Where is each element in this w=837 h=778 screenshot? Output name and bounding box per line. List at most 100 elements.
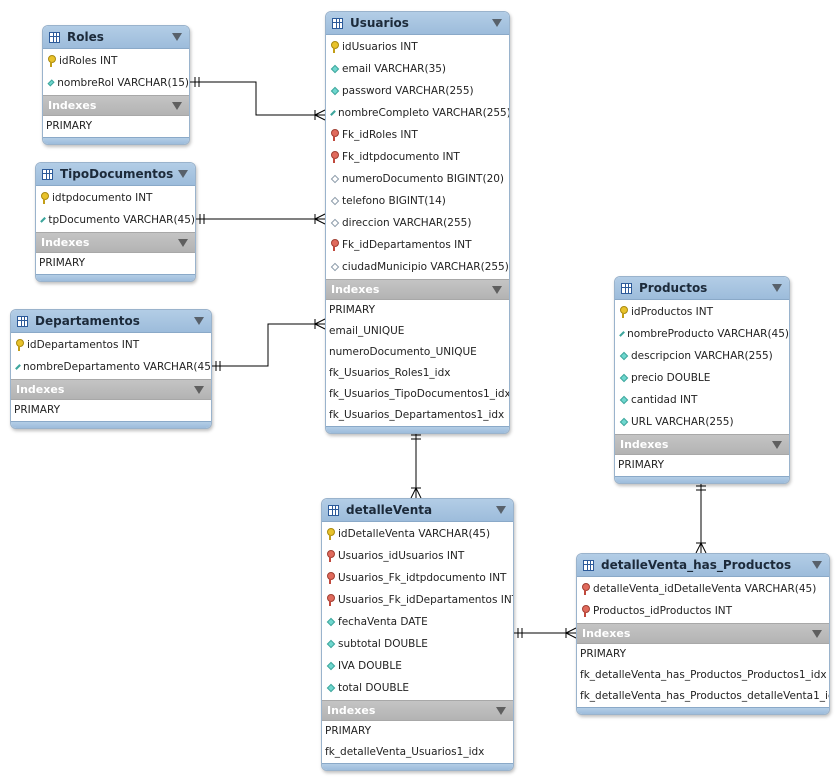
column-name: Usuarios_idUsuarios INT xyxy=(338,550,465,562)
table-header[interactable]: detalleVenta_has_Productos xyxy=(577,554,829,577)
column-list: idUsuarios INT email VARCHAR(35)password … xyxy=(326,35,509,279)
column-row[interactable]: idUsuarios INT xyxy=(326,36,509,58)
column-row[interactable]: total DOUBLE xyxy=(322,677,513,699)
column-name: subtotal DOUBLE xyxy=(338,638,428,650)
column-name: cantidad INT xyxy=(631,394,698,406)
column-row[interactable]: Fk_idDepartamentos INT xyxy=(326,234,509,256)
column-row[interactable]: precio DOUBLE xyxy=(615,367,789,389)
index-row[interactable]: PRIMARY xyxy=(46,120,93,132)
collapse-triangle-icon[interactable] xyxy=(178,170,188,178)
column-row[interactable]: detalleVenta_idDetalleVenta VARCHAR(45) xyxy=(577,578,829,600)
index-row[interactable]: PRIMARY xyxy=(325,725,372,737)
column-row[interactable]: nombreCompleto VARCHAR(255) xyxy=(326,102,509,124)
column-row[interactable]: numeroDocumento BIGINT(20) xyxy=(326,168,509,190)
column-name: idProductos INT xyxy=(631,306,714,318)
column-row[interactable]: Usuarios_idUsuarios INT xyxy=(322,545,513,567)
column-row[interactable]: password VARCHAR(255) xyxy=(326,80,509,102)
indexes-header[interactable]: Indexes xyxy=(43,95,189,116)
column-row[interactable]: Fk_idtpdocumento INT xyxy=(326,146,509,168)
table-icon xyxy=(332,17,343,29)
column-row[interactable]: idProductos INT xyxy=(615,301,789,323)
indexes-header[interactable]: Indexes xyxy=(326,279,509,300)
table-usuarios[interactable]: Usuarios idUsuarios INT email VARCHAR(35)p… xyxy=(325,11,510,434)
indexes-label: Indexes xyxy=(582,627,631,640)
collapse-triangle-icon[interactable] xyxy=(496,707,506,715)
column-row[interactable]: cantidad INT xyxy=(615,389,789,411)
table-header[interactable]: Usuarios xyxy=(326,12,509,35)
index-row[interactable]: fk_detalleVenta_has_Productos_detalleVen… xyxy=(580,690,830,702)
table-header[interactable]: Departamentos xyxy=(11,310,211,333)
column-row[interactable]: ciudadMunicipio VARCHAR(255) xyxy=(326,256,509,278)
column-row[interactable]: Usuarios_Fk_idDepartamentos INT xyxy=(322,589,513,611)
table-footer xyxy=(615,476,789,483)
column-row[interactable]: idRoles INT xyxy=(43,50,189,72)
collapse-triangle-icon[interactable] xyxy=(496,506,506,514)
collapse-triangle-icon[interactable] xyxy=(492,286,502,294)
table-title: TipoDocumentos xyxy=(60,167,174,181)
index-row[interactable]: fk_Usuarios_Departamentos1_idx xyxy=(329,409,505,421)
column-name: idUsuarios INT xyxy=(342,41,418,53)
column-row[interactable]: telefono BIGINT(14) xyxy=(326,190,509,212)
index-row[interactable]: email_UNIQUE xyxy=(329,325,405,337)
column-row[interactable]: descripcion VARCHAR(255) xyxy=(615,345,789,367)
column-name: telefono BIGINT(14) xyxy=(342,195,446,207)
collapse-triangle-icon[interactable] xyxy=(772,441,782,449)
collapse-triangle-icon[interactable] xyxy=(772,284,782,292)
table-header[interactable]: TipoDocumentos xyxy=(36,163,195,186)
table-icon xyxy=(583,559,594,571)
column-row[interactable]: tpDocumento VARCHAR(45) xyxy=(36,209,195,231)
collapse-triangle-icon[interactable] xyxy=(172,33,182,41)
column-name: numeroDocumento BIGINT(20) xyxy=(342,173,505,185)
index-row[interactable]: PRIMARY xyxy=(329,304,376,316)
indexes-header[interactable]: Indexes xyxy=(11,379,211,400)
index-row[interactable]: PRIMARY xyxy=(618,459,665,471)
indexes-header[interactable]: Indexes xyxy=(615,434,789,455)
index-row[interactable]: PRIMARY xyxy=(580,648,627,660)
collapse-triangle-icon[interactable] xyxy=(172,102,182,110)
column-row[interactable]: nombreProducto VARCHAR(45) xyxy=(615,323,789,345)
column-row[interactable]: Usuarios_Fk_idtpdocumento INT xyxy=(322,567,513,589)
column-row[interactable]: Fk_idRoles INT xyxy=(326,124,509,146)
column-row[interactable]: idtpdocumento INT xyxy=(36,187,195,209)
column-row[interactable]: subtotal DOUBLE xyxy=(322,633,513,655)
indexes-label: Indexes xyxy=(331,283,380,296)
index-row[interactable]: numeroDocumento_UNIQUE xyxy=(329,346,477,358)
column-row[interactable]: nombreDepartamento VARCHAR(45) xyxy=(11,356,211,378)
table-productos[interactable]: Productos idProductos INT nombreProducto V… xyxy=(614,276,790,484)
collapse-triangle-icon[interactable] xyxy=(492,19,502,27)
collapse-triangle-icon[interactable] xyxy=(812,561,822,569)
index-row[interactable]: fk_detalleVenta_has_Productos_Productos1… xyxy=(580,669,827,681)
column-row[interactable]: Productos_idProductos INT xyxy=(577,600,829,622)
column-list: idProductos INT nombreProducto VARCHAR(45… xyxy=(615,300,789,434)
indexes-header[interactable]: Indexes xyxy=(322,700,513,721)
collapse-triangle-icon[interactable] xyxy=(812,630,822,638)
index-row[interactable]: fk_detalleVenta_Usuarios1_idx xyxy=(325,746,485,758)
column-diamond-empty-icon xyxy=(330,174,340,184)
index-row[interactable]: fk_Usuarios_TipoDocumentos1_idx xyxy=(329,388,510,400)
index-row[interactable]: PRIMARY xyxy=(39,257,86,269)
column-row[interactable]: idDetalleVenta VARCHAR(45) xyxy=(322,523,513,545)
column-row[interactable]: idDepartamentos INT xyxy=(11,334,211,356)
column-row[interactable]: fechaVenta DATE xyxy=(322,611,513,633)
column-row[interactable]: URL VARCHAR(255) xyxy=(615,411,789,433)
indexes-header[interactable]: Indexes xyxy=(36,232,195,253)
collapse-triangle-icon[interactable] xyxy=(178,239,188,247)
collapse-triangle-icon[interactable] xyxy=(194,317,204,325)
table-header[interactable]: detalleVenta xyxy=(322,499,513,522)
column-row[interactable]: nombreRol VARCHAR(15) xyxy=(43,72,189,94)
collapse-triangle-icon[interactable] xyxy=(194,386,204,394)
index-row[interactable]: PRIMARY xyxy=(14,404,61,416)
column-row[interactable]: direccion VARCHAR(255) xyxy=(326,212,509,234)
table-header[interactable]: Roles xyxy=(43,26,189,49)
column-row[interactable]: IVA DOUBLE xyxy=(322,655,513,677)
column-row[interactable]: email VARCHAR(35) xyxy=(326,58,509,80)
table-header[interactable]: Productos xyxy=(615,277,789,300)
index-row[interactable]: fk_Usuarios_Roles1_idx xyxy=(329,367,451,379)
indexes-header[interactable]: Indexes xyxy=(577,623,829,644)
